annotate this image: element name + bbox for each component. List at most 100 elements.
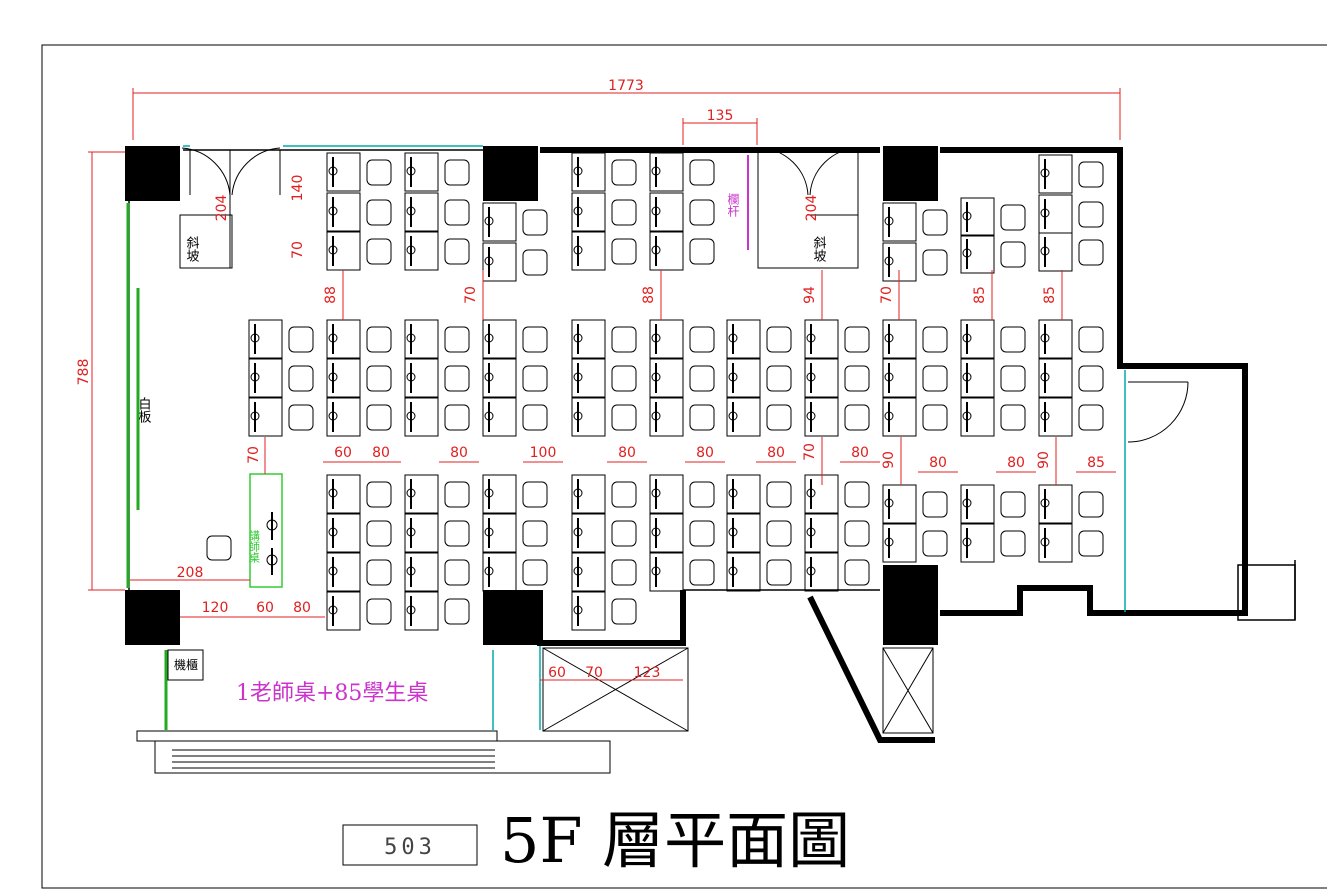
- desk: [482, 319, 517, 359]
- dimension-label: 80: [1007, 455, 1025, 471]
- desk: [404, 358, 439, 398]
- desk-outlet: [484, 333, 494, 343]
- desk-unit: [804, 319, 870, 359]
- desk: [326, 231, 361, 271]
- dimension-label: 80: [618, 445, 636, 461]
- desk-unit: [571, 591, 637, 631]
- desk: [960, 397, 995, 437]
- desk-outlet: [1040, 411, 1050, 421]
- dim-total-height: 788: [76, 151, 125, 591]
- desk-outlet: [406, 245, 416, 255]
- desk-unit: [404, 152, 470, 192]
- capacity-summary: 1老師桌+85學生桌: [236, 681, 428, 706]
- desk: [882, 484, 917, 524]
- whiteboard-label: 白板: [136, 396, 152, 424]
- chair: [689, 520, 715, 547]
- desk: [649, 513, 684, 553]
- desk: [404, 152, 439, 192]
- desk: [726, 358, 761, 398]
- desk-unit: [649, 552, 715, 592]
- desk: [404, 231, 439, 271]
- desk: [326, 591, 361, 631]
- desk-outlet: [573, 206, 583, 216]
- desk-unit: [804, 552, 870, 592]
- desk: [726, 513, 761, 553]
- desk: [726, 552, 761, 592]
- desk: [571, 552, 606, 592]
- teacher-desk-label: 講師桌: [248, 529, 261, 564]
- desk: [248, 358, 283, 398]
- desk-unit: [960, 523, 1026, 563]
- desk: [571, 319, 606, 359]
- desk-unit: [482, 552, 548, 592]
- desk-outlet: [250, 333, 260, 343]
- chair: [766, 559, 792, 586]
- chair: [922, 530, 948, 557]
- chair: [766, 404, 792, 431]
- desk-unit: [571, 397, 637, 437]
- chair: [444, 199, 470, 226]
- desk: [960, 197, 995, 237]
- chair: [444, 365, 470, 392]
- desk: [804, 397, 839, 437]
- desk: [804, 552, 839, 592]
- dim-top-row-aisle: 70: [290, 241, 306, 259]
- chair: [444, 520, 470, 547]
- desk: [649, 474, 684, 514]
- desk-unit: [482, 242, 548, 282]
- chair: [522, 209, 548, 236]
- desk-unit: [960, 484, 1026, 524]
- desk-unit: [1038, 484, 1104, 524]
- desk-unit: [404, 513, 470, 553]
- chair: [1078, 491, 1104, 518]
- dim-door-width: 135: [682, 108, 758, 145]
- chair: [1000, 365, 1026, 392]
- desk-unit: [649, 474, 715, 514]
- desk: [1038, 397, 1073, 437]
- desk-unit: [882, 242, 948, 282]
- desk-unit: [326, 231, 392, 271]
- desk-unit: [482, 358, 548, 398]
- desk-outlet: [728, 566, 738, 576]
- chair: [522, 365, 548, 392]
- desk-outlet: [651, 566, 661, 576]
- desk-outlet: [962, 333, 972, 343]
- dim-door-width-label: 135: [707, 108, 734, 124]
- chair: [1078, 201, 1104, 228]
- chair: [1078, 530, 1104, 557]
- desk-outlet: [328, 566, 338, 576]
- chair: [444, 404, 470, 431]
- dimension-label: 60: [548, 665, 566, 681]
- whiteboard: 白板: [126, 203, 152, 588]
- chair: [922, 326, 948, 353]
- desk: [960, 319, 995, 359]
- desk-outlet: [484, 566, 494, 576]
- desk: [960, 523, 995, 563]
- dimension-label: 80: [293, 600, 311, 616]
- desk-unit: [326, 591, 392, 631]
- chair: [611, 365, 637, 392]
- chair: [1078, 161, 1104, 188]
- desk-unit: [482, 513, 548, 553]
- desk: [882, 319, 917, 359]
- teacher-desk: 講師桌: [248, 473, 283, 588]
- desk-unit: [1038, 319, 1104, 359]
- desk-outlet: [573, 166, 583, 176]
- desk-outlet: [884, 498, 894, 508]
- chair: [689, 326, 715, 353]
- desk: [326, 152, 361, 192]
- desk-outlet: [651, 488, 661, 498]
- desk-unit: [726, 513, 792, 553]
- dimension-label: 90: [1036, 451, 1052, 469]
- desk-outlet: [1040, 498, 1050, 508]
- desk: [649, 358, 684, 398]
- dimension-label: 85: [1042, 286, 1058, 304]
- desk: [804, 319, 839, 359]
- desk-unit: [726, 319, 792, 359]
- desk-outlet: [651, 333, 661, 343]
- dimension-label: 94: [802, 286, 818, 304]
- desk-unit: [248, 358, 314, 398]
- dimension-label: 120: [202, 600, 229, 616]
- desk-outlet: [484, 372, 494, 382]
- chair: [844, 481, 870, 508]
